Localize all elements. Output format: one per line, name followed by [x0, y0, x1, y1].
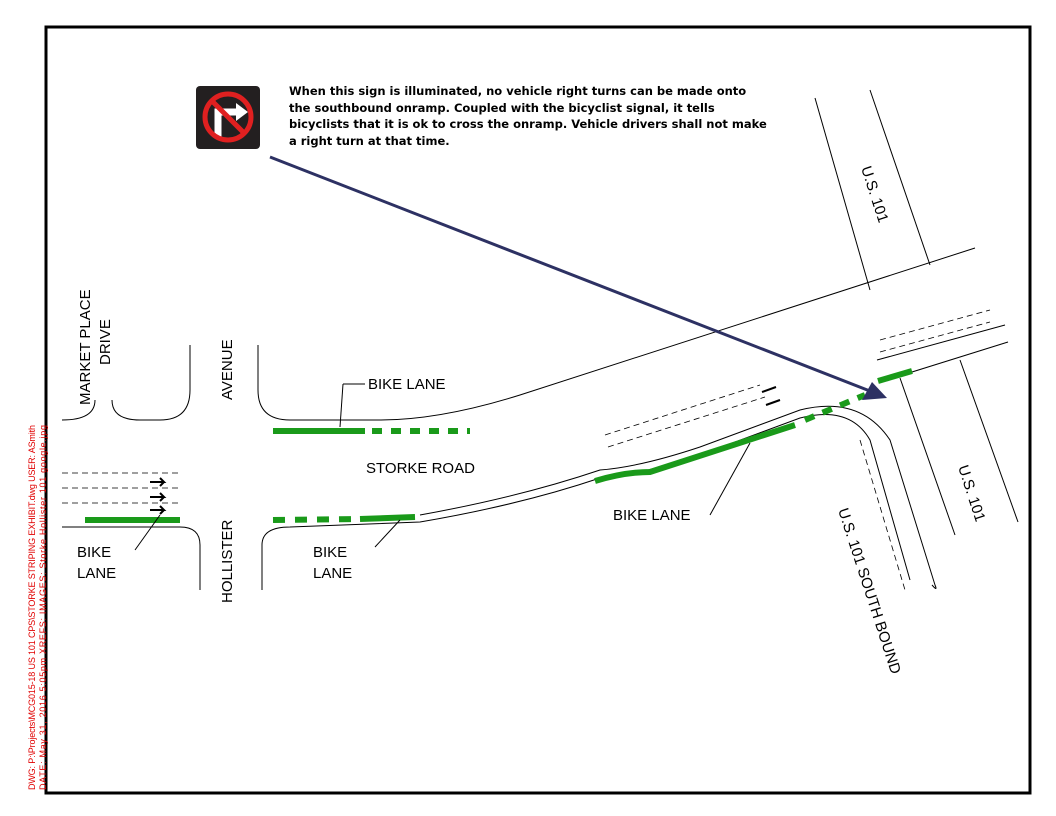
- label-bike-lane: BIKE LANE: [613, 507, 691, 524]
- label-market-place: MARKET PLACE: [77, 289, 94, 405]
- title-block-dwg: DWG: P:\Projects\MCG015-18 US 101 CPS\ST…: [27, 425, 37, 790]
- label-us101-right: U.S. 101: [954, 463, 988, 524]
- bike-lanes: [85, 368, 913, 523]
- callout-arrowhead: [862, 382, 887, 400]
- bike-lane-solid: [594, 422, 796, 484]
- lane-stripes: [62, 309, 991, 591]
- callout-arrow: [269, 155, 876, 395]
- label-lane: LANE: [77, 565, 116, 582]
- sheet-border: [44, 25, 1032, 795]
- label-bike-lane: BIKE LANE: [368, 376, 446, 393]
- label-bike: BIKE: [77, 544, 111, 561]
- road-edges: [61, 89, 1019, 590]
- title-block-date: DATE: May 31, 2016 5:05pm XREFS: IMAGES:…: [38, 425, 48, 790]
- bike-lane-solid: [877, 368, 913, 384]
- label-drive: DRIVE: [97, 319, 114, 365]
- bike-lane-solid: [359, 514, 416, 522]
- sign-note: When this sign is illuminated, no vehicl…: [289, 84, 767, 148]
- label-us101-south: U.S. 101 SOUTH BOUND: [834, 506, 904, 676]
- bike-lane-dashed: [272, 516, 361, 523]
- label-hollister: HOLLISTER: [219, 519, 236, 603]
- label-lane: LANE: [313, 565, 352, 582]
- no-right-turn-icon: [196, 86, 260, 149]
- lane-arrows: [150, 386, 781, 515]
- label-storke-road: STORKE ROAD: [366, 460, 475, 477]
- label-us101-top: U.S. 101: [857, 164, 891, 225]
- label-bike: BIKE: [313, 544, 347, 561]
- label-avenue: AVENUE: [219, 339, 236, 400]
- leaders: [134, 383, 751, 551]
